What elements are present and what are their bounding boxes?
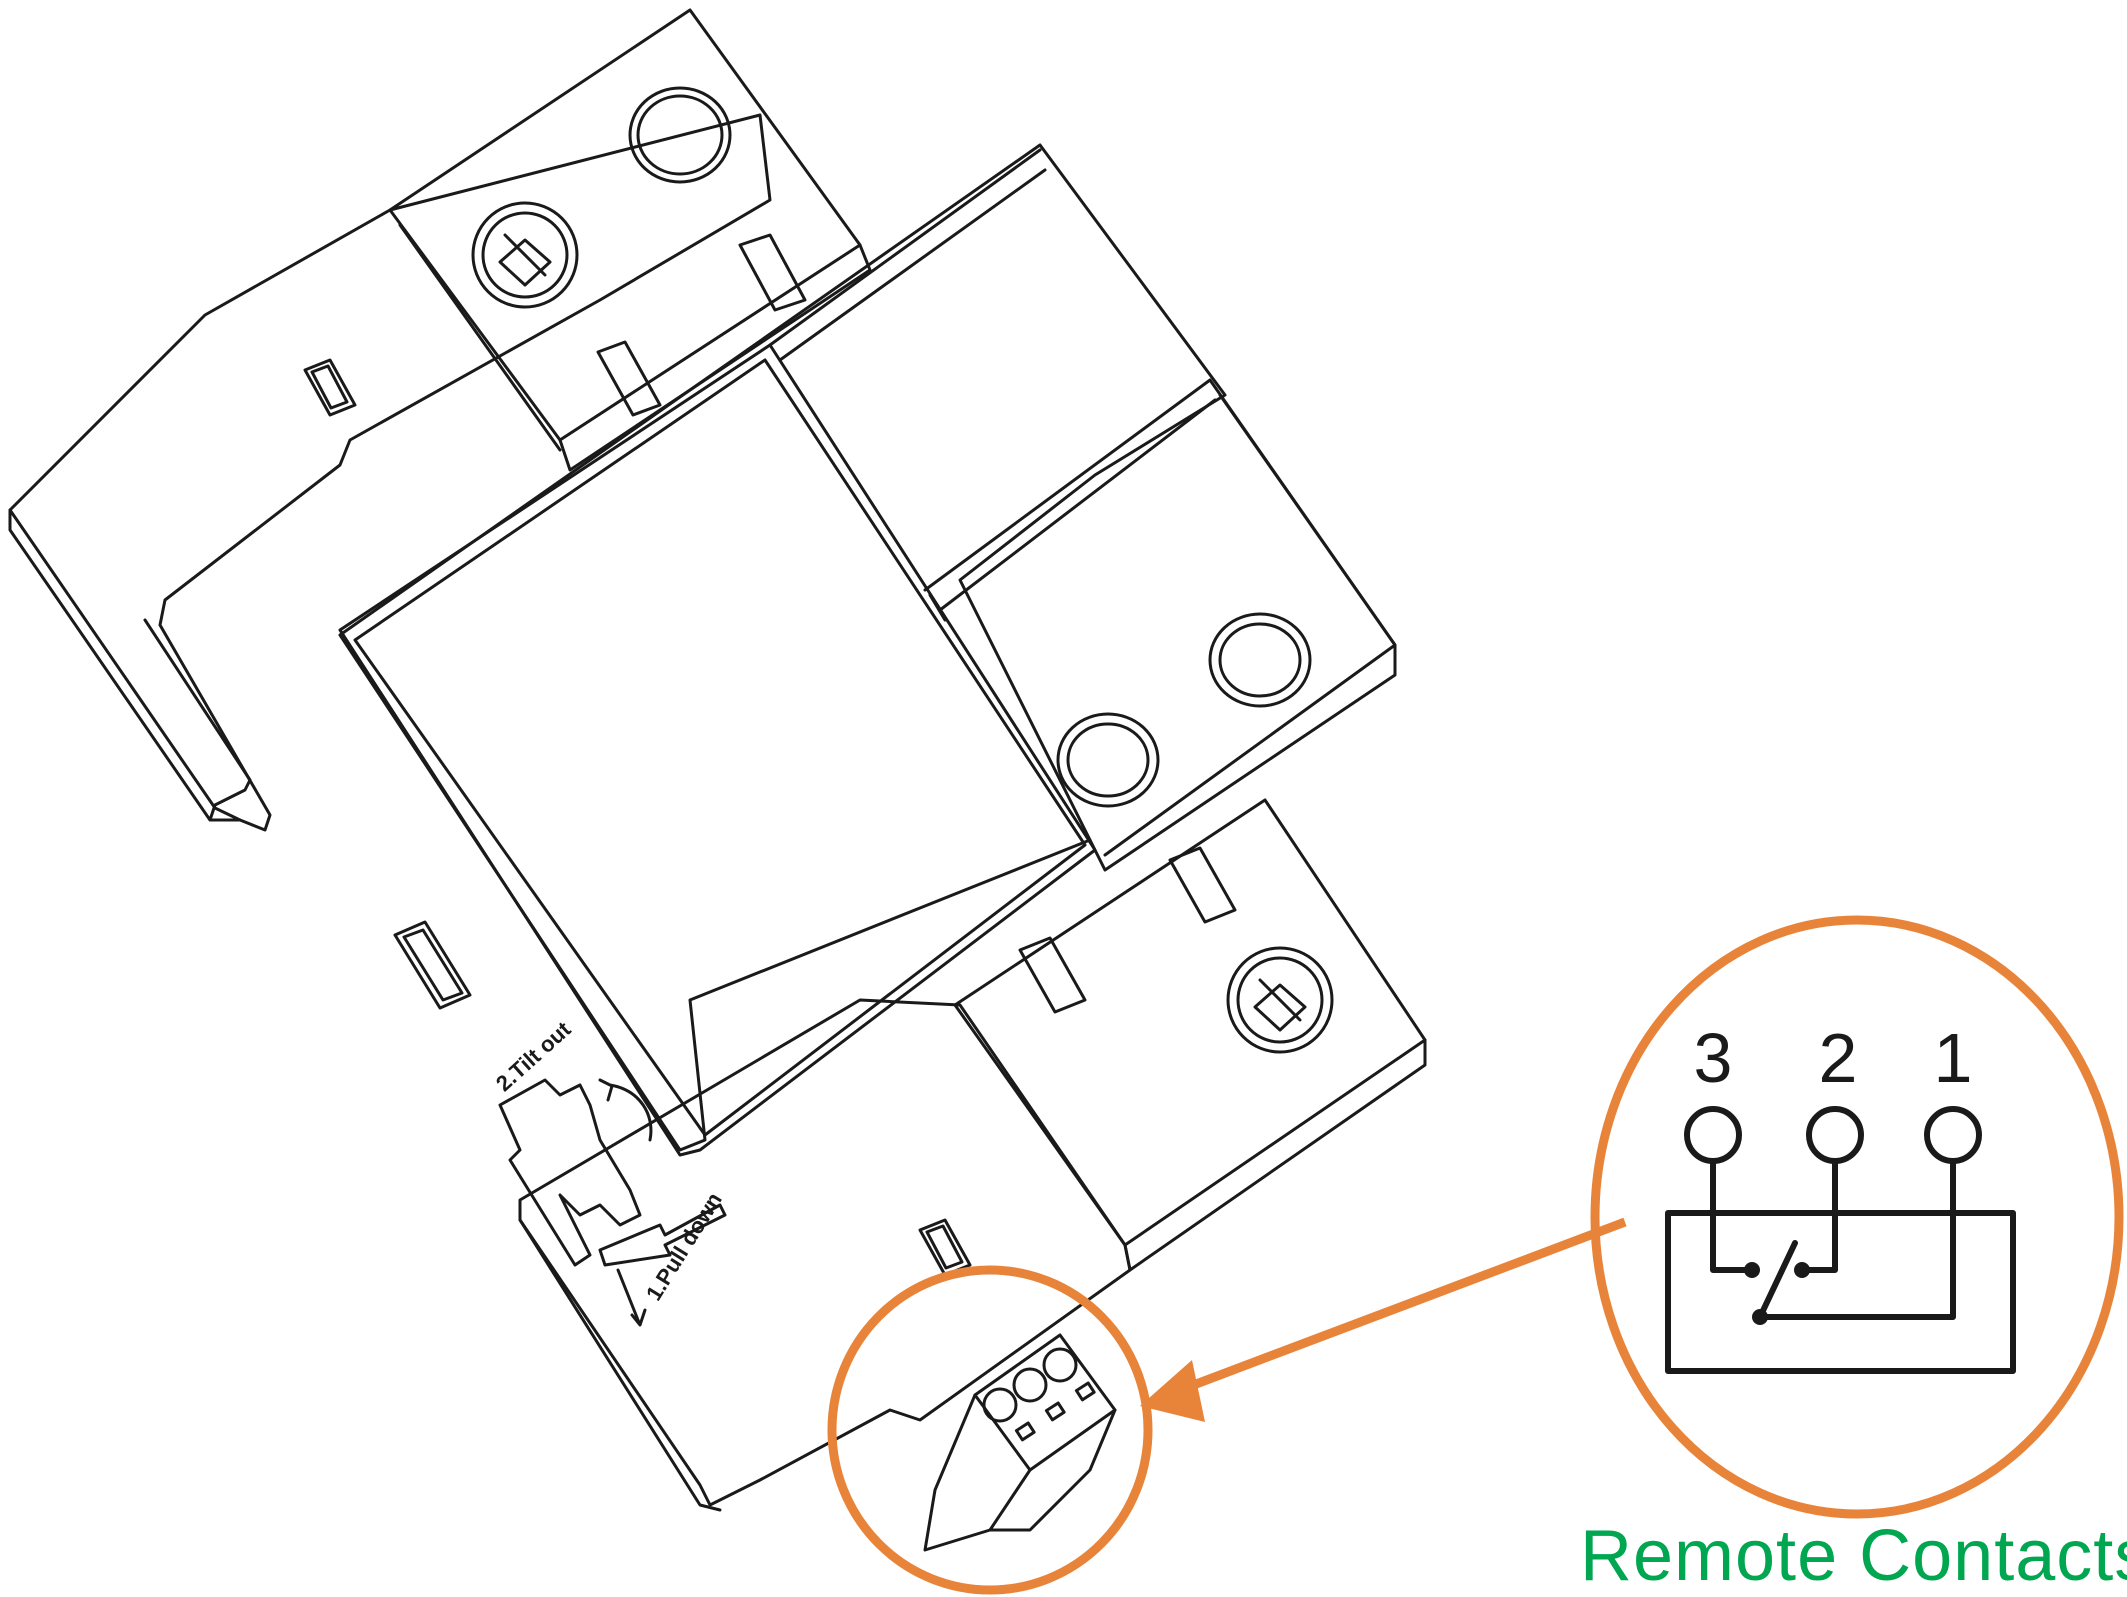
pull-down-label: 1.Pull down xyxy=(641,1188,727,1305)
upper-terminal-block-side xyxy=(558,243,872,472)
device-base-body xyxy=(8,113,772,832)
switch-contact-dots xyxy=(1744,1262,1810,1325)
main-module-right-face xyxy=(923,378,1397,857)
upper-terminal-hole xyxy=(628,86,732,184)
switch-blade xyxy=(1757,1240,1798,1320)
terminal-1-circle xyxy=(1924,1106,1982,1164)
connector-highlight-circle xyxy=(827,1265,1153,1595)
latch-slot-middle xyxy=(393,920,472,1010)
middle-hole-bottom xyxy=(1056,712,1160,808)
main-module-fold xyxy=(928,398,1217,622)
schematic-zoom-circle xyxy=(1590,915,2124,1519)
terminal-3-wire xyxy=(1710,1158,1755,1273)
removal-pictogram xyxy=(498,1078,642,1267)
upper-tab xyxy=(738,233,807,312)
remote-contacts-caption: Remote Contacts xyxy=(1580,1516,2127,1596)
device-lower-base xyxy=(518,998,1132,1507)
remote-contacts-schematic xyxy=(1665,1106,2016,1374)
device-base-edge xyxy=(8,508,242,822)
connector-socket-3 xyxy=(1042,1347,1078,1383)
surge-protector-device xyxy=(8,8,1427,1512)
lower-tab xyxy=(1168,846,1237,924)
remote-contacts-connector xyxy=(923,1333,1117,1552)
terminal-1-number: 1 xyxy=(1934,1019,1973,1097)
contact-dot-2 xyxy=(1794,1262,1810,1278)
callout-group xyxy=(827,915,2124,1595)
main-module-outer xyxy=(338,143,1227,1152)
lower-terminal-block-side xyxy=(1123,1038,1427,1272)
latch-slot-upper xyxy=(303,358,357,417)
connector-socket-2 xyxy=(1012,1367,1048,1403)
upper-terminal-block-edge xyxy=(398,223,562,452)
rail-clip xyxy=(143,618,252,822)
contact-dot-common xyxy=(1752,1309,1768,1325)
main-module-front-face xyxy=(338,343,1097,1157)
rotate-arrow-icon xyxy=(598,1078,653,1142)
terminal-3-number: 3 xyxy=(1694,1019,1733,1097)
main-module-top-bevel xyxy=(768,148,1047,362)
middle-hole-top xyxy=(1208,612,1312,708)
upper-tab-2 xyxy=(596,340,662,417)
contact-housing xyxy=(1665,1210,2016,1374)
tilt-out-label: 2.Tilt out xyxy=(491,1016,576,1096)
terminal-3-circle xyxy=(1684,1106,1742,1164)
terminal-numbers: 3 2 1 xyxy=(1694,1019,1973,1097)
terminal-1-wire xyxy=(1757,1158,1956,1320)
terminal-2-wire xyxy=(1799,1158,1838,1273)
removal-tool-icon xyxy=(598,1203,727,1267)
screw-cross-icon xyxy=(498,233,552,287)
pull-down-arrow-icon xyxy=(616,1268,647,1327)
main-module-inner-face xyxy=(353,358,1087,1137)
screw-cross-icon-lower xyxy=(1253,978,1307,1032)
upper-screw xyxy=(471,201,579,309)
terminal-2-circle xyxy=(1806,1106,1864,1164)
device-lower-base-edge xyxy=(518,1218,722,1512)
lower-tab-2 xyxy=(1018,936,1087,1014)
connector-socket-1 xyxy=(982,1387,1018,1423)
contact-dot-3 xyxy=(1744,1262,1760,1278)
terminal-2-number: 2 xyxy=(1819,1019,1858,1097)
callout-pointer-line xyxy=(1173,1217,1627,1397)
callout-arrowhead-icon xyxy=(1140,1360,1205,1422)
lower-screw xyxy=(1226,946,1334,1054)
latch-slot-lower xyxy=(918,1218,972,1277)
middle-terminal-block xyxy=(1088,393,1397,872)
